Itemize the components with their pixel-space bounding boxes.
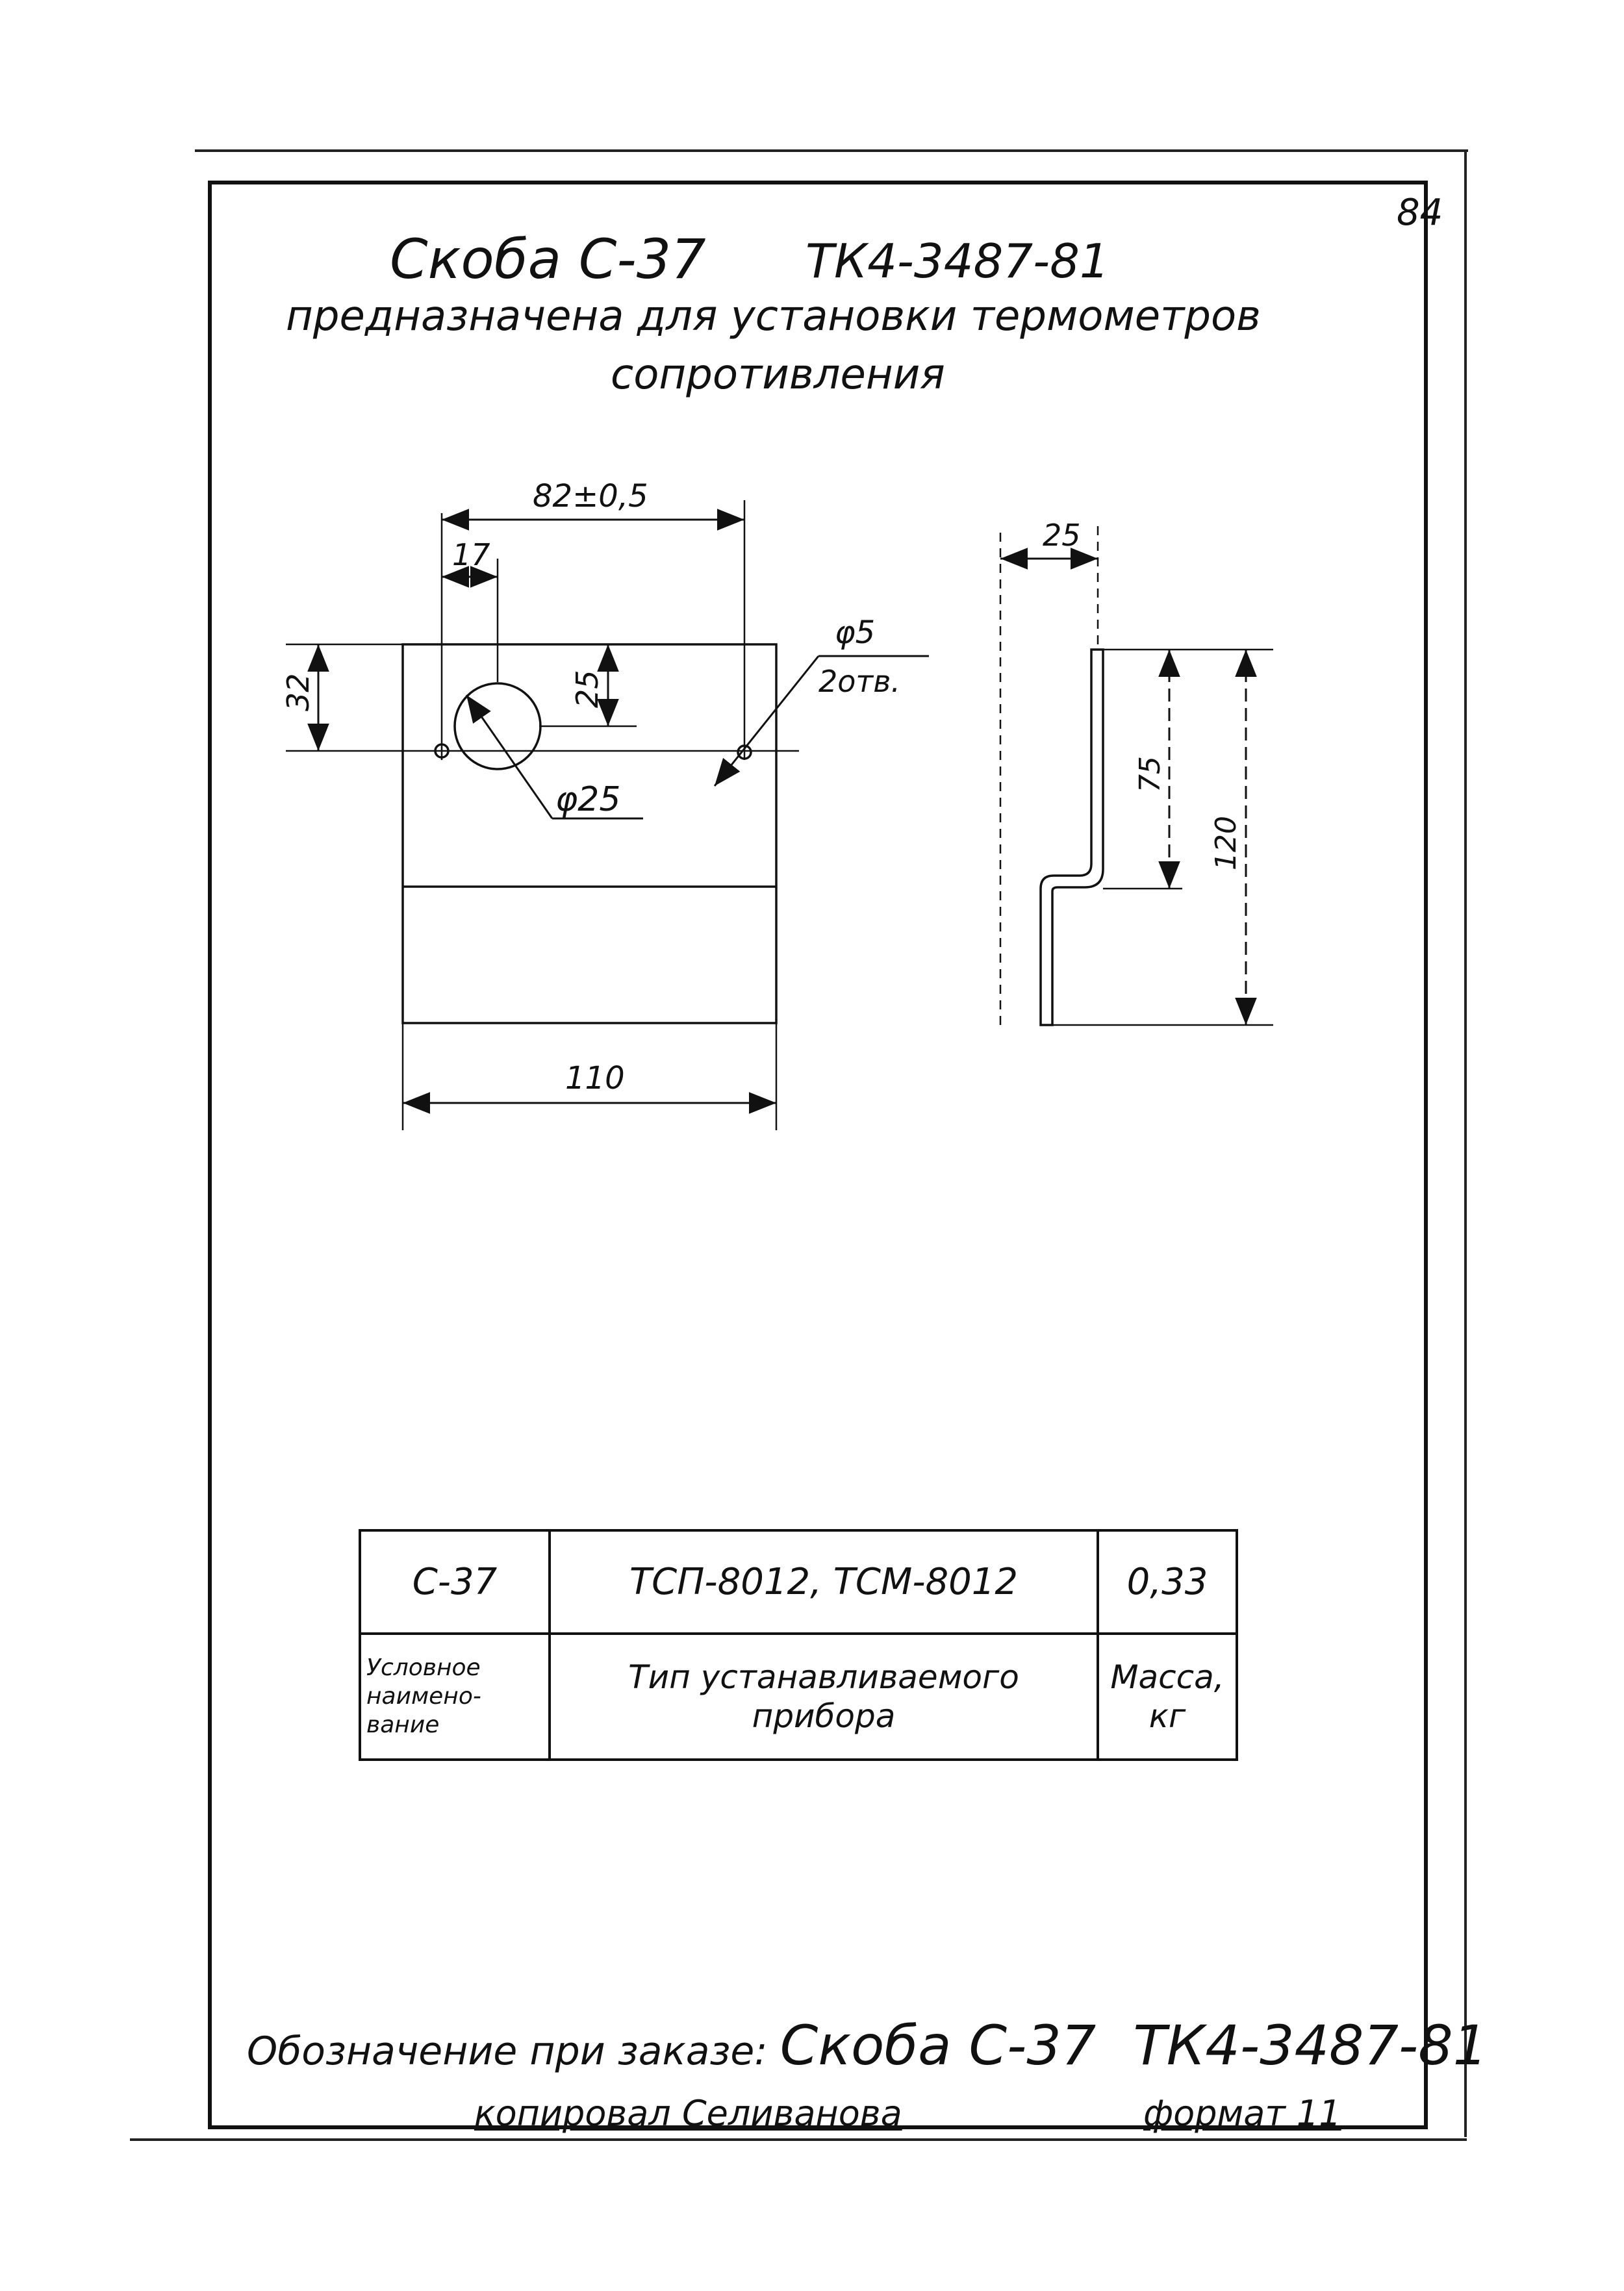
cell-mass: 0,33 [1097, 1529, 1238, 1635]
outer-right-line [1464, 149, 1467, 2137]
dim-label-big-hole-dia: φ25 [555, 780, 620, 819]
sheet-frame [208, 181, 1428, 2129]
dim-label-25-side: 25 [1043, 518, 1081, 553]
outer-bottom-line [130, 2138, 1467, 2141]
dim-label-25-front: 25 [570, 670, 605, 708]
table-row-headers: Условное наимено- вание Тип устанавливае… [359, 1632, 1238, 1761]
order-name: Скоба С-37 [780, 2014, 1097, 2077]
order-designation: Обозначение при заказе: Скоба С-37 ТК4-3… [247, 2014, 1488, 2077]
dim-label-110: 110 [565, 1060, 625, 1096]
page-number: 84 [1397, 192, 1443, 234]
format-label: формат 11 [1143, 2093, 1341, 2134]
dim-label-82: 82±0,5 [533, 478, 648, 514]
purpose-line-1: предназначена для установки термометров [286, 292, 1261, 340]
specification-table: С-37 ТСП-8012, ТСМ-8012 0,33 Условное на… [359, 1529, 1238, 1761]
technical-drawing: 82±0,5 17 32 25 φ5 2отв. φ25 110 25 75 1… [281, 478, 1273, 1130]
cell-designation: С-37 [359, 1529, 551, 1635]
cell-device-types: ТСП-8012, ТСМ-8012 [548, 1529, 1099, 1635]
small-hole-leader [713, 655, 820, 787]
dim-label-120: 120 [1210, 816, 1243, 870]
document-title: Скоба С-37 [390, 227, 706, 291]
header-device-type: Тип устанавливаемого прибора [628, 1658, 1019, 1735]
document-code: ТК4-3487-81 [806, 234, 1110, 288]
copied-by: копировал Селиванова [474, 2093, 902, 2134]
purpose-line-2: сопротивления [611, 351, 945, 399]
dim-label-small-hole-dia: φ5 [835, 614, 875, 651]
order-code: ТК4-3487-81 [1133, 2014, 1488, 2077]
front-view-plate [401, 643, 778, 1024]
table-row-values: С-37 ТСП-8012, ТСМ-8012 0,33 [359, 1529, 1238, 1635]
header-mass: Масса, кг [1110, 1658, 1224, 1735]
header-designation: Условное наимено- вание [366, 1654, 481, 1738]
dim-label-small-hole-count: 2отв. [818, 664, 900, 699]
dim-label-75: 75 [1134, 756, 1167, 792]
big-hole-leader [465, 694, 553, 819]
dim-label-17: 17 [452, 537, 490, 572]
dim-label-32: 32 [281, 673, 316, 711]
side-view-profile [1039, 648, 1104, 1026]
outer-top-line [195, 149, 1468, 152]
order-label: Обозначение при заказе: [247, 2029, 768, 2074]
